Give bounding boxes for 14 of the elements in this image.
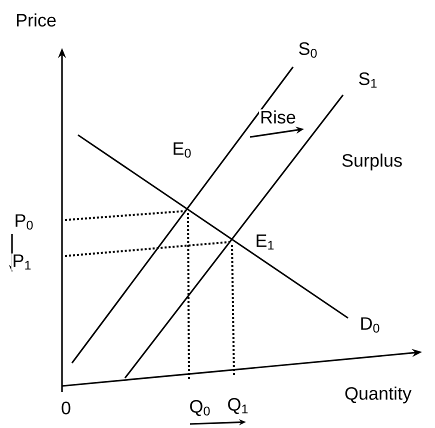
curve-label: S$_{0}$: [297, 41, 319, 59]
curve-label: D$_{0}$: [358, 316, 382, 334]
curve-label: S$_{1}$: [357, 71, 379, 89]
point-label: E$_{0}$: [171, 141, 193, 159]
axis-label: Quantity: [344, 386, 413, 404]
area-label: Surplus: [340, 152, 404, 172]
price-label: P$_{0}$: [13, 213, 35, 231]
point-label: E$_{1}$: [254, 233, 276, 251]
origin-label: 0: [60, 400, 72, 416]
shift-label: Rise: [259, 109, 297, 125]
quantity-label: Q$_{1}$: [226, 397, 250, 415]
price-label: P$_{1}$: [11, 253, 33, 271]
quantity-label: Q$_{0}$: [188, 399, 212, 417]
axis-label: Price: [14, 12, 58, 28]
